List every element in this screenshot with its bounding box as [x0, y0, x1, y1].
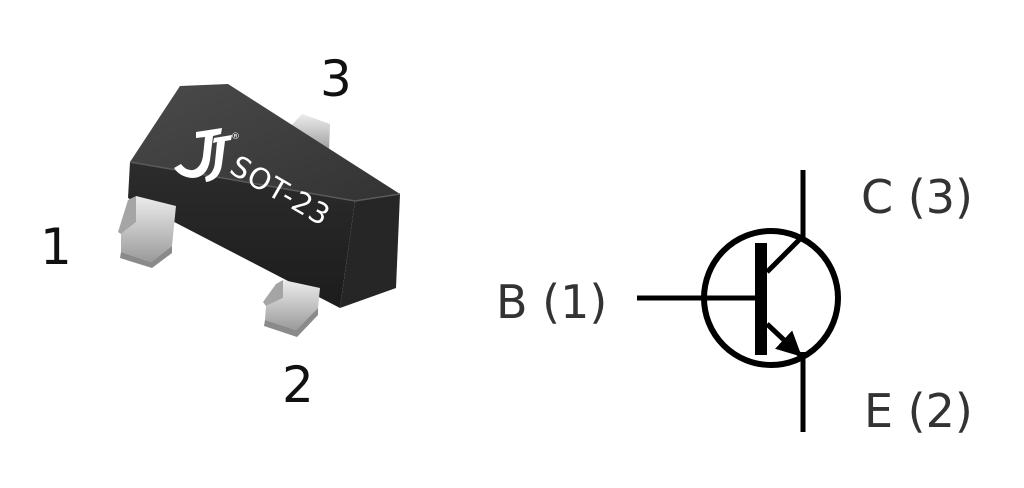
pin-number-2: 2 [282, 356, 314, 414]
pin-number-3: 3 [320, 50, 352, 108]
registered-mark: ® [231, 132, 240, 142]
emitter-label: E (2) [864, 384, 973, 438]
collector-label: C (3) [861, 170, 973, 224]
collector-diagonal [765, 234, 805, 274]
lead-pin-1 [118, 196, 176, 268]
base-label: B (1) [496, 275, 607, 329]
sot23-package: ® SOT-23 [118, 84, 401, 337]
pin-number-1: 1 [40, 218, 72, 276]
lead-pin-2 [263, 280, 320, 337]
manufacturer-logo: ® [174, 128, 240, 182]
emitter-diagonal [765, 322, 802, 357]
npn-transistor-symbol [637, 170, 841, 432]
